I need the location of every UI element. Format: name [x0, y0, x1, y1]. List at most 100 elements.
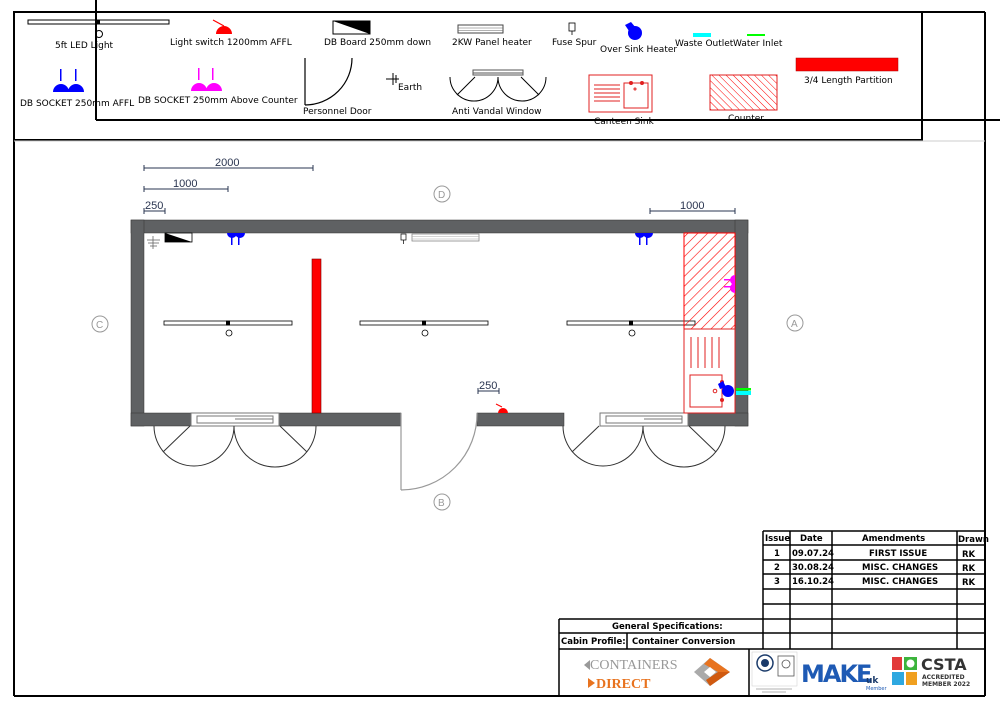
partition-wall — [311, 258, 322, 414]
led-light-1 — [163, 320, 293, 337]
rev-issue: 2 — [774, 563, 780, 573]
grid-marker-c: C — [96, 320, 103, 331]
personnel-door-icon — [304, 57, 353, 106]
legend-label-counter: Counter — [728, 114, 764, 124]
make-uk-logo: MAKE uk Member — [801, 660, 888, 692]
grid-marker-b: B — [438, 498, 445, 509]
legend-label-db: DB Board 250mm down — [324, 38, 431, 48]
db-socket-counter-icon — [191, 68, 222, 91]
window-left-swing — [153, 425, 317, 468]
general-specifications-title: General Specifications: — [612, 622, 723, 632]
dimension-250-door: 250 — [479, 380, 497, 392]
grid-marker-d: D — [438, 190, 445, 201]
containers-direct-logo: CONTAINERS DIRECT — [584, 658, 730, 692]
water-inlet-plan — [736, 388, 751, 391]
rev-date: 16.10.24 — [792, 577, 834, 587]
rev-issue: 1 — [774, 549, 780, 559]
cabin-profile-label: Cabin Profile: — [561, 637, 626, 647]
grid-marker-a: A — [791, 319, 798, 330]
legend-label-window: Anti Vandal Window — [452, 107, 542, 117]
revision-table-grid — [558, 530, 986, 696]
rev-row-1: 1 09.07.24 FIRST ISSUE RK — [774, 549, 976, 560]
legend-label-fuse: Fuse Spur — [552, 38, 597, 48]
csta-accredited: ACCREDITED — [922, 674, 965, 681]
legend: 5ft LED Light Light switch 1200mm AFFL D… — [20, 19, 899, 127]
panel-heater-icon — [457, 24, 504, 34]
waste-outlet-plan — [736, 391, 751, 395]
legend-label-water: Water Inlet — [733, 39, 783, 49]
legend-label-heater: 2KW Panel heater — [452, 38, 532, 48]
legend-label-sink: Canteen Sink — [594, 117, 655, 127]
fuse-spur-plan — [400, 233, 407, 244]
rev-row-3: 3 16.10.24 MISC. CHANGES RK — [774, 577, 976, 588]
counter-plan — [683, 232, 736, 330]
db-board-icon — [332, 20, 371, 35]
logo-text-containers: CONTAINERS — [590, 658, 678, 673]
rev-header-date: Date — [800, 534, 823, 544]
partition-icon — [795, 57, 899, 72]
csta-member: MEMBER 2022 — [922, 681, 970, 688]
socket-counter-plan — [724, 275, 735, 293]
panel-heater-plan — [411, 233, 480, 242]
rev-amendment: MISC. CHANGES — [862, 577, 938, 587]
water-inlet-icon — [747, 34, 765, 36]
dimension-lines — [143, 165, 736, 394]
logo-text-direct: DIRECT — [596, 677, 651, 692]
personnel-door[interactable] — [400, 412, 478, 491]
rev-drawn: RK — [962, 564, 976, 574]
legend-label-waste: Waste Outlet — [675, 39, 734, 49]
legend-label-switch: Light switch 1200mm AFFL — [170, 38, 292, 48]
light-switch-icon — [212, 19, 232, 34]
rev-header-amendments: Amendments — [862, 534, 925, 544]
rev-header-issue: Issue — [765, 534, 790, 544]
led-light-3 — [566, 320, 696, 337]
cabin-profile-value: Container Conversion — [632, 637, 735, 647]
cabin-walls — [130, 219, 749, 427]
legend-label-door: Personnel Door — [303, 107, 372, 117]
db-board-plan — [164, 232, 193, 243]
make-uk-text: MAKE — [801, 660, 871, 688]
rev-drawn: RK — [962, 578, 976, 588]
dimension-1000-right: 1000 — [680, 200, 704, 212]
window-right-swing — [562, 425, 726, 468]
db-socket-icon — [53, 69, 84, 92]
legend-label-sink-heater: Over Sink Heater — [600, 45, 677, 55]
dimension-2000: 2000 — [215, 157, 239, 169]
canteen-sink-icon — [588, 74, 653, 113]
rev-amendment: MISC. CHANGES — [862, 563, 938, 573]
counter-icon — [709, 74, 778, 111]
legend-label-socket: DB SOCKET 250mm AFFL — [20, 99, 134, 109]
legend-label-socket-counter: DB SOCKET 250mm Above Counter — [138, 96, 298, 106]
rev-amendment: FIRST ISSUE — [869, 549, 927, 559]
socket-plan-right — [635, 233, 653, 245]
make-uk-member: Member — [866, 686, 888, 692]
dimension-250-left: 250 — [145, 200, 163, 212]
rev-drawn: RK — [962, 550, 976, 560]
over-sink-heater-icon — [625, 22, 642, 40]
dimension-1000-left: 1000 — [173, 178, 197, 190]
over-sink-heater-plan — [718, 381, 734, 397]
window-icon — [449, 69, 547, 102]
earth-icon — [386, 73, 399, 85]
rev-date: 30.08.24 — [792, 563, 834, 573]
rev-issue: 3 — [774, 577, 780, 587]
make-uk-suffix: uk — [866, 676, 879, 686]
legend-label-earth: Earth — [398, 83, 422, 93]
window-left — [190, 412, 280, 427]
waste-outlet-icon — [693, 33, 711, 37]
light-switch-plan — [495, 403, 508, 413]
socket-plan-left — [227, 233, 245, 245]
csta-logo: CSTA ACCREDITED MEMBER 2022 — [892, 655, 970, 688]
earth-icon-plan — [147, 236, 160, 249]
legend-label-partition: 3/4 Length Partition — [804, 76, 893, 86]
grid-markers — [91, 185, 804, 511]
iso-cert-logo — [751, 651, 798, 693]
rev-date: 09.07.24 — [792, 549, 834, 559]
rev-header-drawn: Drawn — [958, 535, 989, 545]
led-light-icon — [27, 19, 170, 38]
window-right — [599, 412, 689, 427]
legend-label-led: 5ft LED Light — [55, 41, 114, 51]
fuse-spur-icon — [568, 22, 576, 35]
csta-text: CSTA — [921, 655, 967, 674]
